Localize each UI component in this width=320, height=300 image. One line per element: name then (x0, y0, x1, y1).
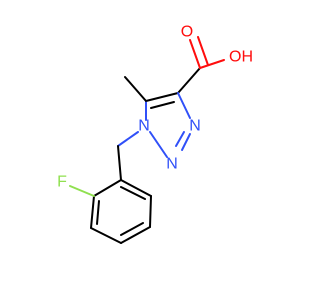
bond-c4-n3 (177, 92, 191, 119)
atom-o-carbonyl: O (181, 24, 193, 41)
bond-ar6-ar1 (120, 179, 152, 197)
bond-n3-n2-a (181, 133, 191, 151)
atom-n2: N (166, 156, 178, 173)
bond-n3-n2-b (175, 131, 185, 147)
bond-ar1-ar2 (93, 179, 122, 197)
bond-c-o-double-b (197, 36, 209, 66)
atom-fluorine: F (57, 174, 67, 191)
bond-c-o-double-a (189, 39, 201, 69)
bond-ar2-ar3 (90, 195, 95, 229)
bond-ch2-ring (117, 145, 122, 181)
bond-ar3-ar4 (90, 227, 122, 244)
bond-c-oh (199, 59, 225, 69)
atom-n3: N (189, 118, 201, 135)
bond-c5-c4-outer (145, 92, 179, 102)
bond-ar4-ar5 (120, 226, 151, 244)
bond-c5-c4-inner (150, 101, 175, 109)
bond-ar-inner-c (120, 186, 146, 200)
bond-ar-inner-b (120, 222, 144, 236)
bond-ar-inner-a (96, 200, 100, 225)
atom-n1: N (138, 118, 150, 135)
atom-o-hydroxyl: OH (229, 49, 253, 66)
bond-c4-cooh (177, 67, 201, 94)
structure-diagram: O OH N N N F (57, 24, 253, 244)
bond-n2-n1 (149, 131, 168, 158)
bond-ar2-f (69, 185, 95, 197)
bond-n1-ch2 (117, 131, 139, 147)
bond-ar5-ar6 (149, 195, 152, 228)
bond-c5-methyl (124, 76, 147, 102)
